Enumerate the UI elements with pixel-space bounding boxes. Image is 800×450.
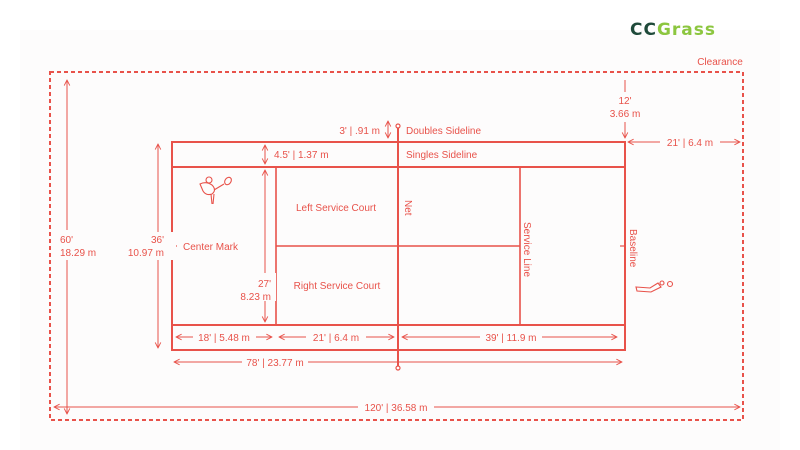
dim-half-court: 39' | 11.9 m	[485, 333, 536, 344]
dim-backcourt: 18' | 5.48 m	[198, 333, 250, 344]
dim-alley: 4.5' | 1.37 m	[274, 150, 329, 161]
tennis-player-serving-icon	[199, 176, 232, 205]
label-left-service-court: Left Service Court	[296, 203, 376, 214]
dim-singles-width-m: 8.23 m	[240, 292, 271, 303]
dim-back-clearance-m: 3.66 m	[610, 109, 641, 120]
label-center-mark: Center Mark	[183, 242, 239, 253]
label-service-line: Service Line	[521, 222, 532, 277]
dim-net-post: 3' | .91 m	[339, 126, 380, 137]
dim-court-width-ft: 36'	[151, 235, 164, 246]
dim-total-width-m: 18.29 m	[60, 248, 96, 259]
label-doubles-sideline: Doubles Sideline	[406, 126, 481, 137]
dim-singles-width-ft: 27'	[258, 279, 271, 290]
dim-court-width-m: 10.97 m	[128, 248, 164, 259]
label-clearance: Clearance	[697, 57, 743, 68]
dim-side-clearance: 21' | 6.4 m	[667, 138, 713, 149]
label-baseline: Baseline	[627, 229, 638, 268]
dim-back-clearance-ft: 12'	[618, 96, 631, 107]
dim-service-depth: 21' | 6.4 m	[313, 333, 359, 344]
tennis-player-diving-icon	[635, 280, 674, 293]
label-net: Net	[402, 200, 413, 216]
dim-court-length: 78' | 23.77 m	[246, 358, 303, 369]
ccgrass-logo: CCGrass	[630, 20, 716, 40]
dim-total-width-ft: 60'	[60, 235, 73, 246]
label-right-service-court: Right Service Court	[294, 281, 381, 292]
clearance-boundary	[49, 71, 744, 421]
dim-total-length: 120' | 36.58 m	[365, 403, 428, 414]
label-singles-sideline: Singles Sideline	[406, 150, 478, 161]
